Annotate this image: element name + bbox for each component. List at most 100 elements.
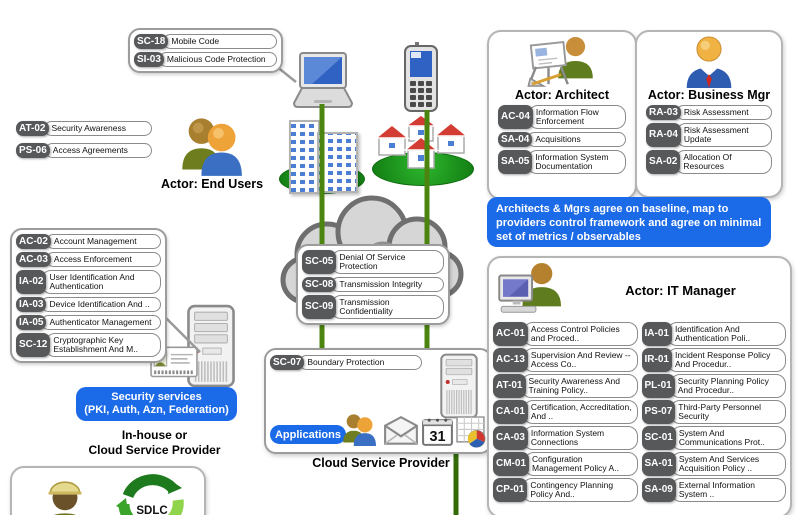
sdlc-cycle-icon: SDLC	[116, 474, 184, 515]
control-label: Allocation Of Resources	[675, 150, 772, 174]
control-code: SA-01	[641, 452, 676, 476]
security-services-line2: (PKI, Auth, Azn, Federation)	[84, 404, 229, 416]
control-label: Risk Assessment Update	[675, 123, 772, 147]
control-label: Third-Party Personnel Security	[670, 400, 786, 424]
control-code: RA-04	[646, 123, 681, 147]
identity-control-group: AC-02 Account Management AC-03 Access En…	[10, 228, 167, 363]
control-pill: SC-12 Cryptographic Key Establishment An…	[16, 333, 161, 357]
control-label: User Identification And Authentication	[41, 270, 161, 294]
control-pill: AC-04 Information Flow Enforcement	[498, 105, 626, 129]
control-label: Transmission Confidentiality	[331, 295, 444, 319]
control-pill: SA-02 Allocation Of Resources	[646, 150, 772, 174]
developer-person-icon	[48, 481, 82, 515]
control-pill: IA-01 Identification And Authentication …	[641, 322, 786, 346]
control-label: Denial Of Service Protection	[331, 250, 444, 274]
control-label: Supervision And Review -- Access Co..	[522, 348, 638, 372]
calendar-day: 31	[429, 429, 445, 445]
control-label: Access Control Policies and Proced..	[522, 322, 638, 346]
it-manager-title: Actor: IT Manager	[625, 282, 736, 298]
mobile-phone-icon	[404, 42, 438, 112]
control-label: Security Awareness And Training Policy..	[520, 374, 638, 398]
office-building-icon	[289, 120, 320, 194]
control-pill: AT-01 Security Awareness And Training Po…	[493, 374, 638, 398]
control-pill: PL-01 Security Planning Policy And Proce…	[641, 374, 786, 398]
it-manager-controls-col1: AC-01 Access Control Policies and Proced…	[493, 322, 638, 502]
architect-title: Actor: Architect	[515, 88, 609, 102]
control-code: AT-02	[16, 121, 49, 136]
control-code: AC-01	[493, 322, 528, 346]
control-pill: SC-09 Transmission Confidentiality	[302, 295, 444, 319]
end-user-control-pills: AT-02 Security Awareness PS-06 Access Ag…	[16, 121, 152, 158]
control-label: Authenticator Management	[41, 315, 161, 330]
control-pill: SC-08 Transmission Integrity	[302, 277, 444, 292]
architect-controls: AC-04 Information Flow Enforcement SA-04…	[498, 105, 626, 194]
control-label: Information System Documentation	[527, 150, 626, 174]
control-label: Security Awareness	[43, 121, 152, 136]
control-code: IR-01	[641, 348, 672, 372]
control-label: Cryptographic Key Establishment And M..	[45, 333, 161, 357]
control-code: CA-03	[493, 426, 528, 450]
it-manager-header: Actor: IT Manager	[493, 262, 786, 318]
control-pill: IR-01 Incident Response Policy And Proce…	[641, 348, 786, 372]
control-label: Device Identification And ..	[41, 297, 161, 312]
network-control-group: SC-05 Denial Of Service Protection SC-08…	[296, 244, 450, 325]
architect-person-icon	[527, 36, 593, 87]
control-label: Risk Assessment	[675, 105, 772, 120]
control-code: SA-04	[498, 132, 533, 147]
office-building-icon	[317, 132, 358, 193]
end-users-people-icon	[182, 118, 242, 176]
control-code: SC-08	[302, 277, 337, 292]
control-label: Certification, Accreditation, And ..	[522, 400, 638, 424]
control-pill: SC-18 Mobile Code	[134, 34, 277, 49]
control-pill: PS-06 Access Agreements	[16, 143, 152, 158]
business-mgr-actor-box: Actor: Business Mgr RA-03 Risk Assessmen…	[635, 30, 783, 198]
control-code: PL-01	[641, 374, 675, 398]
csp-server-icon	[440, 353, 478, 419]
control-code: PS-07	[641, 400, 676, 424]
control-code: SC-05	[302, 250, 337, 274]
control-code: SA-05	[498, 150, 533, 174]
houses-icon	[373, 114, 470, 169]
it-manager-actor-box: Actor: IT Manager AC-01 Access Control P…	[487, 256, 792, 515]
control-code: SC-01	[641, 426, 676, 450]
control-label: Access Agreements	[44, 143, 152, 158]
cloud-service-provider-box: SC-07 Boundary Protection	[264, 348, 492, 454]
control-code: AC-04	[498, 105, 533, 129]
business-mgr-person-icon	[686, 36, 732, 88]
csp-caption: Cloud Service Provider	[312, 456, 450, 470]
control-label: Transmission Integrity	[331, 277, 444, 292]
business-mgr-controls: RA-03 Risk Assessment RA-04 Risk Assessm…	[646, 105, 772, 192]
control-pill: AC-13 Supervision And Review -- Access C…	[493, 348, 638, 372]
control-code: SC-07	[270, 355, 305, 370]
control-pill: SC-07 Boundary Protection	[270, 355, 422, 370]
sdlc-label: SDLC	[136, 505, 167, 515]
control-label: Mobile Code	[163, 34, 277, 49]
control-pill: PS-07 Third-Party Personnel Security	[641, 400, 786, 424]
report-chart-icon	[456, 416, 486, 448]
control-code: PS-06	[16, 143, 50, 158]
control-pill: AT-02 Security Awareness	[16, 121, 152, 136]
control-pill: AC-02 Account Management	[16, 234, 161, 249]
control-code: IA-05	[16, 315, 47, 330]
control-pill: SA-09 External Information System ..	[641, 478, 786, 502]
architect-actor-box: Actor: Architect AC-04 Information Flow …	[487, 30, 637, 200]
control-pill: SA-05 Information System Documentation	[498, 150, 626, 174]
control-pill: RA-04 Risk Assessment Update	[646, 123, 772, 147]
control-pill: SC-01 System And Communications Prot..	[641, 426, 786, 450]
control-pill: RA-03 Risk Assessment	[646, 105, 772, 120]
control-code: SC-12	[16, 333, 51, 357]
calendar-icon: 31	[422, 418, 453, 446]
control-label: External Information System ..	[670, 478, 786, 502]
control-code: SA-02	[646, 150, 681, 174]
control-label: System And Communications Prot..	[670, 426, 786, 450]
control-code: SC-09	[302, 295, 337, 319]
control-pill: CA-01 Certification, Accreditation, And …	[493, 400, 638, 424]
control-pill: SC-05 Denial Of Service Protection	[302, 250, 444, 274]
control-code: CP-01	[493, 478, 528, 502]
control-pill: SA-04 Acquisitions	[498, 132, 626, 147]
control-label: System And Services Acquisition Policy .…	[670, 452, 786, 476]
applications-label: Applications	[270, 425, 346, 444]
control-pill: IA-02 User Identification And Authentica…	[16, 270, 161, 294]
security-services-callout: Security services (PKI, Auth, Azn, Feder…	[76, 387, 237, 421]
